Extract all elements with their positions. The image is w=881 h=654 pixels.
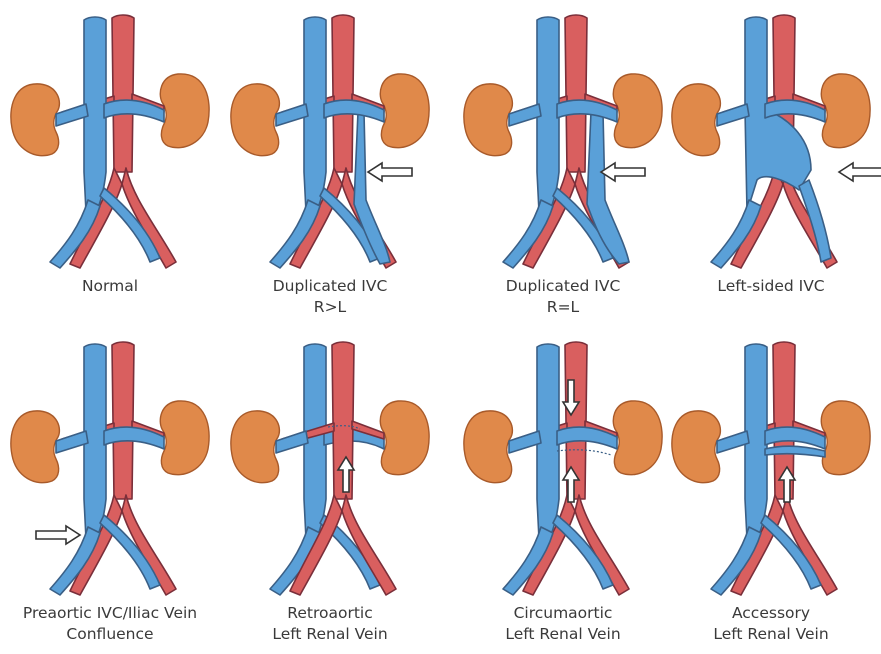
arrow-icon [36, 526, 80, 544]
caption-accessory: Accessory Left Renal Vein [661, 603, 881, 645]
panel-circumaortic-left-renal-vein: Circumaortic Left Renal Vein [453, 327, 673, 654]
caption-left-sided-ivc: Left-sided IVC [661, 276, 881, 297]
left-kidney [613, 401, 662, 475]
caption-line: Normal [0, 276, 220, 297]
anatomy-illustration-normal [0, 0, 220, 275]
caption-duplicated-ivc-r-eq-l: Duplicated IVC R=L [453, 276, 673, 318]
anatomy-illustration-accessory [661, 327, 881, 602]
caption-line: Duplicated IVC [453, 276, 673, 297]
right-kidney [672, 411, 721, 483]
aorta [332, 15, 354, 172]
panel-accessory-left-renal-vein: Accessory Left Renal Vein [661, 327, 881, 654]
right-kidney [11, 411, 60, 483]
right-kidney [672, 84, 721, 156]
anatomy-illustration-duplicated-r-gt-l [220, 0, 440, 275]
panel-retroaortic-left-renal-vein: Retroaortic Left Renal Vein [220, 327, 440, 654]
left-kidney [160, 401, 209, 475]
left-kidney [160, 74, 209, 148]
anatomy-illustration-retroaortic [220, 327, 440, 602]
right-kidney [464, 411, 513, 483]
anatomy-illustration-left-sided [661, 0, 881, 275]
caption-line: Left Renal Vein [220, 624, 440, 645]
caption-line: R=L [453, 297, 673, 318]
caption-retroaortic: Retroaortic Left Renal Vein [220, 603, 440, 645]
caption-line: R>L [220, 297, 440, 318]
caption-duplicated-ivc-r-gt-l: Duplicated IVC R>L [220, 276, 440, 318]
panel-duplicated-ivc-r-eq-l: Duplicated IVC R=L [453, 0, 673, 327]
aorta [112, 15, 134, 172]
anatomy-illustration-circumaortic [453, 327, 673, 602]
panel-left-sided-ivc: Left-sided IVC [661, 0, 881, 327]
caption-line: Preaortic IVC/Iliac Vein [0, 603, 220, 624]
left-kidney [380, 401, 429, 475]
anatomy-illustration-duplicated-r-eq-l [453, 0, 673, 275]
right-kidney [464, 84, 513, 156]
left-kidney [821, 74, 870, 148]
panel-duplicated-ivc-r-gt-l: Duplicated IVC R>L [220, 0, 440, 327]
caption-circumaortic: Circumaortic Left Renal Vein [453, 603, 673, 645]
arrow-icon [601, 163, 645, 181]
anatomy-illustration-preaortic [0, 327, 220, 602]
caption-preaortic-confluence: Preaortic IVC/Iliac Vein Confluence [0, 603, 220, 645]
right-kidney [231, 411, 280, 483]
right-kidney [11, 84, 60, 156]
panel-preaortic-confluence: Preaortic IVC/Iliac Vein Confluence [0, 327, 220, 654]
left-kidney [821, 401, 870, 475]
caption-line: Left Renal Vein [661, 624, 881, 645]
caption-line: Retroaortic [220, 603, 440, 624]
right-kidney [231, 84, 280, 156]
left-kidney [613, 74, 662, 148]
right-renal-vein [717, 104, 749, 126]
caption-line: Left Renal Vein [453, 624, 673, 645]
caption-line: Circumaortic [453, 603, 673, 624]
caption-line: Confluence [0, 624, 220, 645]
caption-line: Accessory [661, 603, 881, 624]
arrow-icon [839, 163, 881, 181]
caption-line: Duplicated IVC [220, 276, 440, 297]
panel-normal: Normal [0, 0, 220, 327]
aorta [112, 342, 134, 499]
left-kidney [380, 74, 429, 148]
caption-normal: Normal [0, 276, 220, 297]
aorta [565, 15, 587, 172]
caption-line: Left-sided IVC [661, 276, 881, 297]
arrow-icon [368, 163, 412, 181]
